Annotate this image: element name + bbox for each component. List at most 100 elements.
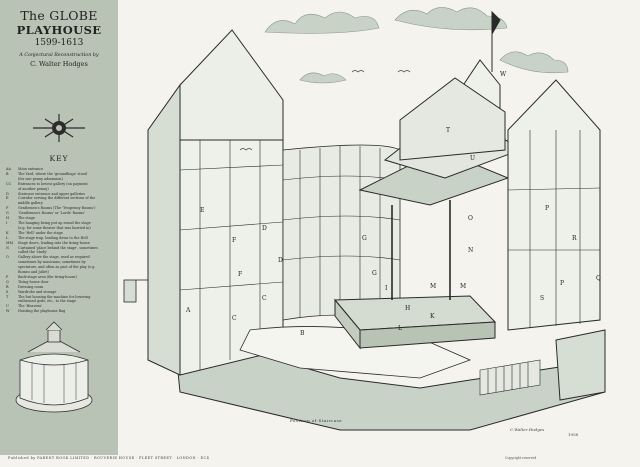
key-code: U xyxy=(6,304,9,309)
drawing-letter-label: K xyxy=(430,313,435,320)
key-heading: KEY xyxy=(49,154,69,163)
key-item: G 'Gentlemen's Rooms' or 'Lords' Rooms' xyxy=(6,211,116,216)
key-text: The 'Heavens' xyxy=(18,304,43,309)
key-code: F xyxy=(6,206,9,211)
key-item: W Hoisting the playhouse flag xyxy=(6,309,116,314)
key-item: B The Yard, where the 'groundlings' stood xyxy=(6,172,116,177)
key-code: H xyxy=(6,216,9,221)
key-text: Back-stage area (the tiring-house) xyxy=(18,274,77,279)
drawing-letter-label: M xyxy=(430,283,436,290)
key-text: Staircase entrance and upper galleries xyxy=(18,191,86,196)
title-author: C. Walter Hodges xyxy=(30,60,88,68)
key-text: Tiring-house door xyxy=(18,279,49,284)
key-text: sometimes by musicians, sometimes by xyxy=(18,260,86,265)
drawing-letter-label: W xyxy=(500,71,507,78)
key-text: Hoisting the playhouse flag xyxy=(18,309,66,314)
birds-icon xyxy=(239,70,411,151)
key-item: Romeo and Juliet) xyxy=(6,270,116,275)
left-tower xyxy=(147,29,284,376)
drawing-letter-label: H xyxy=(405,305,410,312)
key-code: CC xyxy=(6,181,12,186)
key-text: (for one penny admission) xyxy=(18,176,63,181)
key-item: P Back-stage area (the tiring-house) xyxy=(6,275,116,280)
key-text: Gentlemen's Rooms (The 'Twopenny Rooms') xyxy=(18,206,96,211)
key-item: E Corridor serving the different sections… xyxy=(6,196,116,201)
key-text: of another penny) xyxy=(18,186,49,191)
key-code: I xyxy=(6,220,8,225)
stage xyxy=(333,295,497,350)
key-text: The hanging being put up round the stage xyxy=(18,220,91,225)
key-text: Romeo and Juliet) xyxy=(18,270,49,275)
drawing-letter-label: F xyxy=(238,271,242,278)
key-text: (e.g. for some theatre that was hurried … xyxy=(18,225,91,230)
key-code: S xyxy=(6,289,9,294)
key-item: of another penny) xyxy=(6,187,116,192)
key-item: U The 'Heavens' xyxy=(6,304,116,309)
key-item: O Gallery above the stage, used as requir… xyxy=(6,255,116,260)
key-text: Corridor serving the different sections … xyxy=(18,196,96,201)
key-code: D xyxy=(6,191,9,196)
key-text: Stage doors, leading into the tiring-hou… xyxy=(18,240,90,245)
key-text: called the 'study' xyxy=(18,250,48,255)
key-item: called the 'study' xyxy=(6,250,116,255)
key-item: middle gallery xyxy=(6,201,116,206)
galleries xyxy=(282,144,401,321)
key-text: enthroned gods, etc., to the stage xyxy=(18,299,77,304)
drawing-letter-label: T xyxy=(446,127,450,134)
key-code: B xyxy=(6,171,9,176)
title-dates: 1599-1613 xyxy=(34,38,84,48)
key-text: Curtained 'place behind the stage', some… xyxy=(18,245,98,250)
publisher-footer: Published by PARENT BOOK LIMITED · ROUVE… xyxy=(8,456,210,460)
key-text: Main entrance xyxy=(18,167,44,171)
drawing-letter-label: M xyxy=(460,283,466,290)
drawing-letter-label: G xyxy=(362,235,367,242)
key-text: The stage trap, leading down to the Hell xyxy=(18,235,88,240)
key-item: N Curtained 'place behind the stage', som… xyxy=(6,246,116,251)
right-tower xyxy=(507,79,606,401)
key-item: I The hanging being put up round the stag… xyxy=(6,221,116,226)
key-code: K xyxy=(6,230,9,235)
flag-icon xyxy=(491,10,501,36)
key-text: spectators, and often as part of the pla… xyxy=(18,265,96,270)
title-line-2: PLAYHOUSE xyxy=(16,23,102,37)
key-item: (e.g. for some theatre that was hurried … xyxy=(6,226,116,231)
key-code: AA xyxy=(6,167,11,171)
key-code: N xyxy=(6,245,9,250)
key-text: Dressing room xyxy=(18,284,44,289)
key-text: 'Gentlemen's Rooms' or 'Lords' Rooms' xyxy=(18,211,86,216)
key-code: Q xyxy=(6,279,9,284)
key-text: The Yard, where the 'groundlings' stood xyxy=(18,171,87,176)
key-code: E xyxy=(6,196,9,201)
drawing-letter-label: E xyxy=(200,207,204,214)
drawing-letter-label: R xyxy=(572,235,577,242)
key-item: F Gentlemen's Rooms (The 'Twopenny Rooms'… xyxy=(6,206,116,211)
key-code: MM xyxy=(6,240,13,245)
drawing-letter-label: L xyxy=(398,325,402,332)
key-item: Q Tiring-house door xyxy=(6,280,116,285)
key-code: O xyxy=(6,255,9,260)
key-item: D Staircase entrance and upper galleries xyxy=(6,192,116,197)
drawing-letter-label: P xyxy=(560,280,564,287)
staircase-caption: Position of Staircase xyxy=(290,418,343,423)
key-text: Wardrobe and storage xyxy=(18,289,57,294)
title-line-1: The GLOBE xyxy=(20,8,98,23)
drawing-letter-label: I xyxy=(385,285,388,292)
key-code: W xyxy=(6,309,10,314)
key-text: Entrances to lowest gallery (on payment xyxy=(18,181,88,186)
title-subtitle: A Conjectural Reconstruction by xyxy=(19,53,99,58)
sun-emblem-icon xyxy=(33,114,85,142)
key-text: Gallery above the stage, used as require… xyxy=(18,255,90,260)
key-item: spectators, and often as part of the pla… xyxy=(6,265,116,270)
key-item: CC Entrances to lowest gallery (on paymen… xyxy=(6,182,116,187)
key-item: K The 'Hell' under the stage xyxy=(6,231,116,236)
key-code: R xyxy=(6,284,9,289)
key-code: P xyxy=(6,274,9,279)
key-code: G xyxy=(6,211,9,216)
key-text: The 'Hell' under the stage xyxy=(18,230,63,235)
drawing-letter-label: D xyxy=(262,225,267,232)
drawing-letter-label: F xyxy=(232,237,236,244)
drawing-letter-label: Q xyxy=(596,275,601,282)
